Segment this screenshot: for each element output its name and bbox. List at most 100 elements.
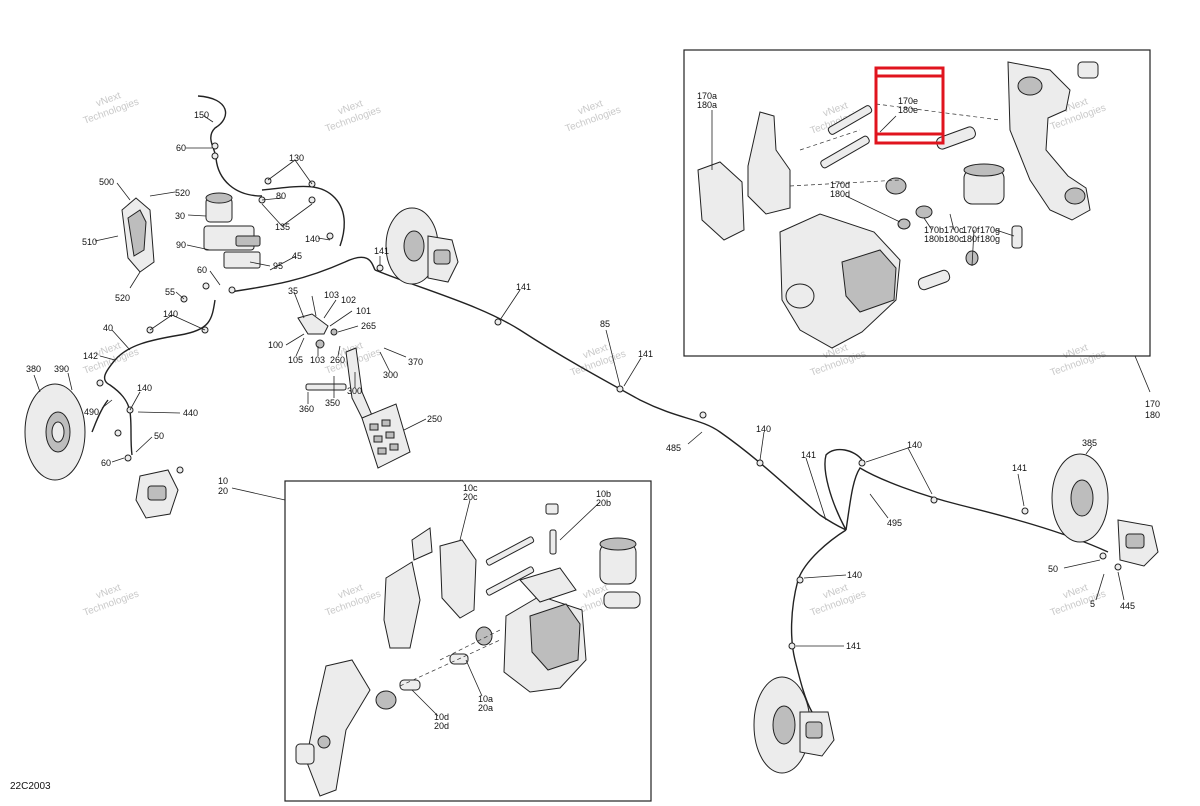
callout-label: 500 <box>99 177 114 187</box>
callout-label: 141 <box>638 349 653 359</box>
callout-label: 180a <box>697 100 717 110</box>
callout-label: 103 <box>310 355 325 365</box>
callout-label: 140 <box>756 424 771 434</box>
callout-label: 40 <box>103 323 113 333</box>
rear-caliper-detail-box <box>683 49 1151 357</box>
callout-label: 141 <box>516 282 531 292</box>
callout-label: 60 <box>176 143 186 153</box>
callout-label: 170 <box>1145 399 1160 409</box>
callout-label: 170g <box>980 225 1000 235</box>
callout-label: 85 <box>600 319 610 329</box>
callout-label: 45 <box>292 251 302 261</box>
rear-caliper-labels: 170a 180a 170e 180e 170d 180d 170b 180b … <box>697 91 1000 244</box>
pushrod-assembly <box>297 313 338 349</box>
callout-label: 95 <box>273 261 283 271</box>
rear-right-brake-disc <box>1051 453 1159 567</box>
callout-label: 485 <box>666 443 681 453</box>
callout-label: 385 <box>1082 438 1097 448</box>
leader-10-20 <box>231 487 286 501</box>
callout-label: 30 <box>175 211 185 221</box>
callout-label: 170e <box>898 96 918 106</box>
callout-label: 260 <box>330 355 345 365</box>
callout-label: 141 <box>1012 463 1027 473</box>
callout-label: 180c <box>944 234 964 244</box>
callout-label: 170d <box>830 180 850 190</box>
callout-label: 140 <box>137 383 152 393</box>
callout-label: 520 <box>175 188 190 198</box>
callout-label: 35 <box>288 286 298 296</box>
callout-label: 90 <box>176 240 186 250</box>
brake-hoses <box>91 95 1109 713</box>
front-caliper-detail-box <box>284 480 652 802</box>
callout-label: 150 <box>194 110 209 120</box>
callout-label: 103 <box>324 290 339 300</box>
front-right-brake-disc <box>385 207 459 285</box>
callout-label: 20a <box>478 703 493 713</box>
leader-lines <box>33 110 1125 717</box>
rear-caliper-exploded <box>697 61 1099 349</box>
callout-label: 10 <box>218 476 228 486</box>
callout-label: 135 <box>275 222 290 232</box>
front-caliper-labels: 10c 20c 10b 20b 10a 20a 10d 20d <box>434 483 611 731</box>
callout-label: 440 <box>183 408 198 418</box>
front-left-caliper <box>135 469 179 519</box>
callout-label: 142 <box>83 351 98 361</box>
callout-labels: 150 60 130 500 520 80 30 135 510 140 141… <box>26 110 1160 651</box>
callout-label: 101 <box>356 306 371 316</box>
front-left-brake-disc <box>24 383 86 481</box>
callout-label: 130 <box>289 153 304 163</box>
callout-label: 140 <box>847 570 862 580</box>
callout-label: 10a <box>478 694 493 704</box>
callout-label: 170a <box>697 91 717 101</box>
callout-label: 50 <box>1048 564 1058 574</box>
callout-label: 300 <box>347 386 362 396</box>
callout-label: 140 <box>305 234 320 244</box>
brake-pedal <box>305 347 411 469</box>
front-caliper-exploded <box>295 503 641 797</box>
callout-label: 5 <box>1090 599 1095 609</box>
callout-label: 265 <box>361 321 376 331</box>
callout-label: 490 <box>84 407 99 417</box>
rear-left-brake-disc <box>753 676 835 774</box>
callout-label: 250 <box>427 414 442 424</box>
callout-label: 380 <box>26 364 41 374</box>
callout-label: 170b <box>924 225 944 235</box>
callout-label: 140 <box>907 440 922 450</box>
callout-label: 510 <box>82 237 97 247</box>
callout-label: 80 <box>276 191 286 201</box>
callout-label: 20c <box>463 492 478 502</box>
callout-label: 180f <box>962 234 980 244</box>
callout-label: 50 <box>154 431 164 441</box>
highlight-outer <box>874 66 945 145</box>
callout-label: 350 <box>325 398 340 408</box>
callout-label: 10b <box>596 489 611 499</box>
master-cylinder <box>203 192 261 269</box>
callout-label: 390 <box>54 364 69 374</box>
callout-label: 60 <box>101 458 111 468</box>
callout-label: 10c <box>463 483 478 493</box>
callout-label: 170c <box>944 225 964 235</box>
callout-label: 55 <box>165 287 175 297</box>
callout-label: 141 <box>846 641 861 651</box>
callout-label: 370 <box>408 357 423 367</box>
callout-label: 180 <box>1145 410 1160 420</box>
callout-label: 140 <box>163 309 178 319</box>
callout-label: 105 <box>288 355 303 365</box>
callout-label: 300 <box>383 370 398 380</box>
callout-label: 102 <box>341 295 356 305</box>
reservoir-bracket <box>121 197 155 273</box>
highlight-box-170e-180e <box>874 66 945 145</box>
callout-label: 170f <box>962 225 980 235</box>
callout-label: 20 <box>218 486 228 496</box>
callout-label: 180e <box>898 105 918 115</box>
callout-label: 520 <box>115 293 130 303</box>
callout-label: 445 <box>1120 601 1135 611</box>
callout-label: 141 <box>374 246 389 256</box>
callout-label: 180d <box>830 189 850 199</box>
callout-label: 495 <box>887 518 902 528</box>
callout-label: 180g <box>980 234 1000 244</box>
callout-label: 360 <box>299 404 314 414</box>
callout-label: 141 <box>801 450 816 460</box>
